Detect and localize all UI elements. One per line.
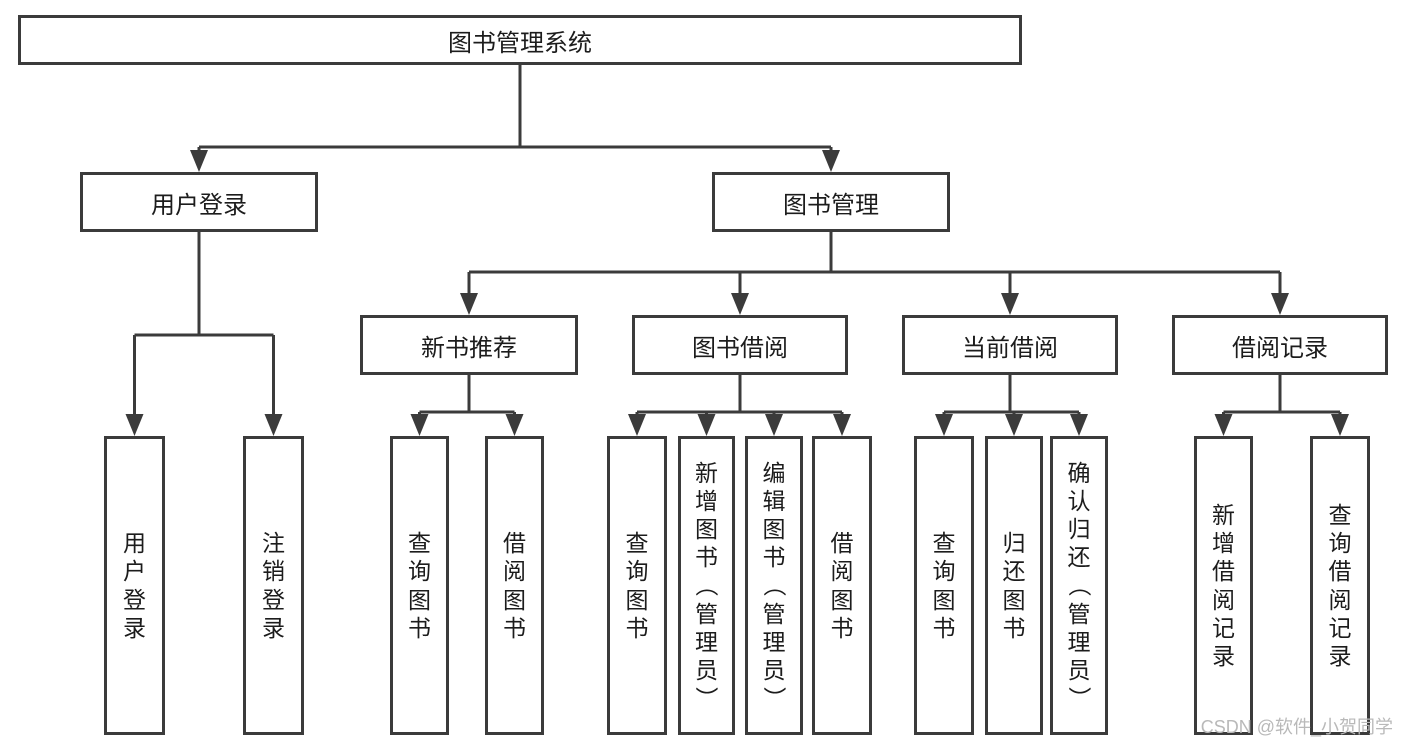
- arrow-head-icon-query-book-2: [628, 414, 646, 436]
- node-box-add-borrow-record[interactable]: [1194, 436, 1253, 735]
- arrow-head-icon-confirm-return-admin: [1070, 414, 1088, 436]
- arrow-head-icon-new-book-recommend: [460, 293, 478, 315]
- arrow-head-icon-add-book-admin: [697, 414, 716, 436]
- node-box-book-borrow[interactable]: [632, 315, 848, 375]
- arrow-head-icon-query-book-1: [410, 414, 429, 436]
- arrow-head-icon-user-login: [190, 150, 208, 172]
- arrow-head-icon-query-borrow-record: [1331, 414, 1349, 436]
- node-box-root[interactable]: [18, 15, 1022, 65]
- node-box-query-borrow-record[interactable]: [1310, 436, 1370, 735]
- node-box-user-logout[interactable]: [243, 436, 304, 735]
- arrow-head-icon-user-logout: [264, 414, 283, 436]
- node-box-query-book-3[interactable]: [914, 436, 974, 735]
- arrow-head-icon-borrow-book-1: [505, 414, 524, 436]
- node-box-user-login-do[interactable]: [104, 436, 165, 735]
- arrow-head-icon-borrow-book-2: [833, 414, 851, 436]
- node-box-current-borrow[interactable]: [902, 315, 1118, 375]
- boxes-layer: [18, 15, 1388, 735]
- node-box-borrow-record[interactable]: [1172, 315, 1388, 375]
- node-box-borrow-book-1[interactable]: [485, 436, 544, 735]
- watermark-text: CSDN @软件_小贺同学: [1200, 717, 1393, 737]
- node-box-confirm-return-admin[interactable]: [1050, 436, 1108, 735]
- connectors-layer: [125, 65, 1349, 436]
- node-box-book-manage[interactable]: [712, 172, 950, 232]
- arrow-head-icon-book-manage: [822, 150, 840, 172]
- arrow-head-icon-query-book-3: [935, 414, 953, 436]
- arrow-head-icon-add-borrow-record: [1214, 414, 1233, 436]
- node-box-borrow-book-2[interactable]: [812, 436, 872, 735]
- node-box-edit-book-admin[interactable]: [745, 436, 803, 735]
- node-box-query-book-1[interactable]: [390, 436, 449, 735]
- node-box-user-login[interactable]: [80, 172, 318, 232]
- arrow-head-icon-return-book: [1005, 414, 1023, 436]
- node-box-return-book[interactable]: [985, 436, 1043, 735]
- node-box-new-book-recommend[interactable]: [360, 315, 578, 375]
- arrow-head-icon-edit-book-admin: [765, 414, 783, 436]
- node-box-add-book-admin[interactable]: [678, 436, 735, 735]
- arrow-head-icon-current-borrow: [1001, 293, 1019, 315]
- node-box-query-book-2[interactable]: [607, 436, 667, 735]
- arrow-head-icon-book-borrow: [731, 293, 749, 315]
- arrow-head-icon-user-login-do: [125, 414, 144, 436]
- arrow-head-icon-borrow-record: [1271, 293, 1289, 315]
